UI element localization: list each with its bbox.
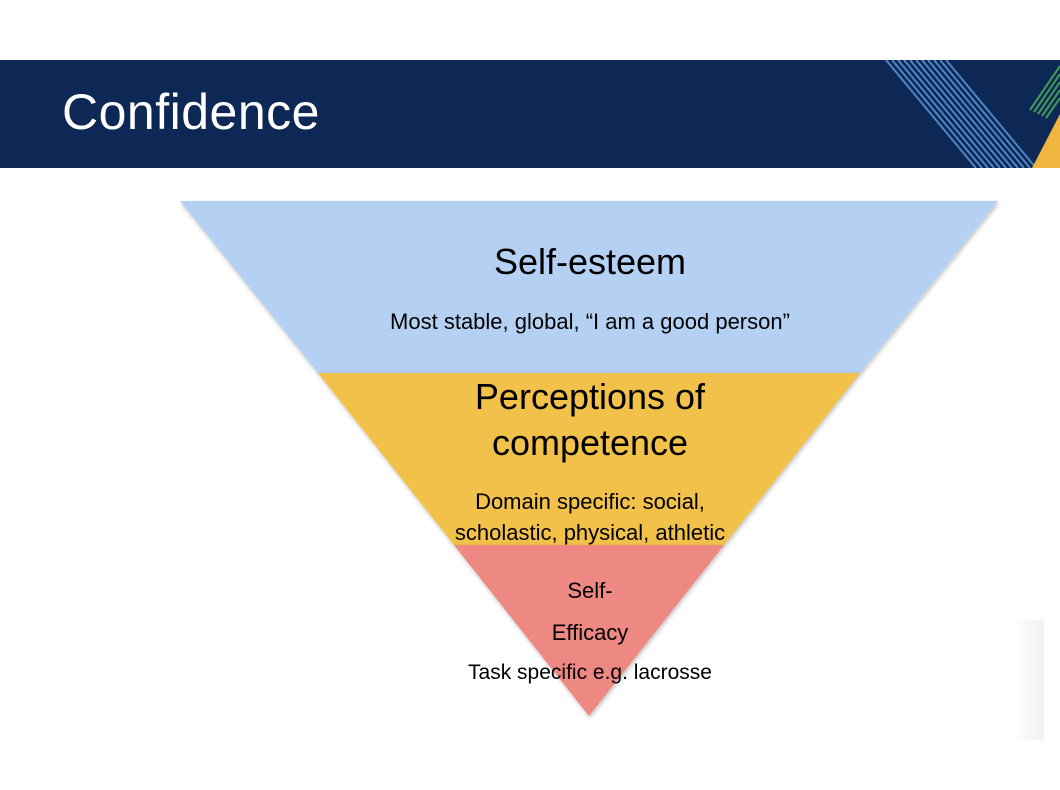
perceptions-of-competence-tier xyxy=(318,373,860,545)
title-bar: Confidence xyxy=(0,60,1060,168)
self-efficacy-title-line1: Self- xyxy=(567,578,613,603)
slide-title: Confidence xyxy=(62,84,320,140)
perceptions-description-line1: Domain specific: social, xyxy=(475,489,705,514)
self-esteem-title: Self-esteem xyxy=(493,241,687,282)
perceptions-title: Perceptions of competence xyxy=(290,374,890,466)
perceptions-title-line1: Perceptions of xyxy=(474,376,706,417)
edge-shadow xyxy=(1014,620,1044,740)
self-efficacy-title-line2: Efficacy xyxy=(551,620,629,645)
self-esteem-description: Most stable, global, “I am a good person… xyxy=(390,309,790,334)
perceptions-description-line2: scholastic, physical, athletic xyxy=(454,520,726,545)
perceptions-description: Domain specific: social, scholastic, phy… xyxy=(290,486,890,548)
self-efficacy-tier xyxy=(454,545,724,716)
stripe-decoration xyxy=(885,60,1060,168)
perceptions-title-line2: competence xyxy=(491,422,689,463)
self-efficacy-description: Task specific e.g. lacrosse xyxy=(468,661,712,684)
self-esteem-tier xyxy=(180,201,998,373)
